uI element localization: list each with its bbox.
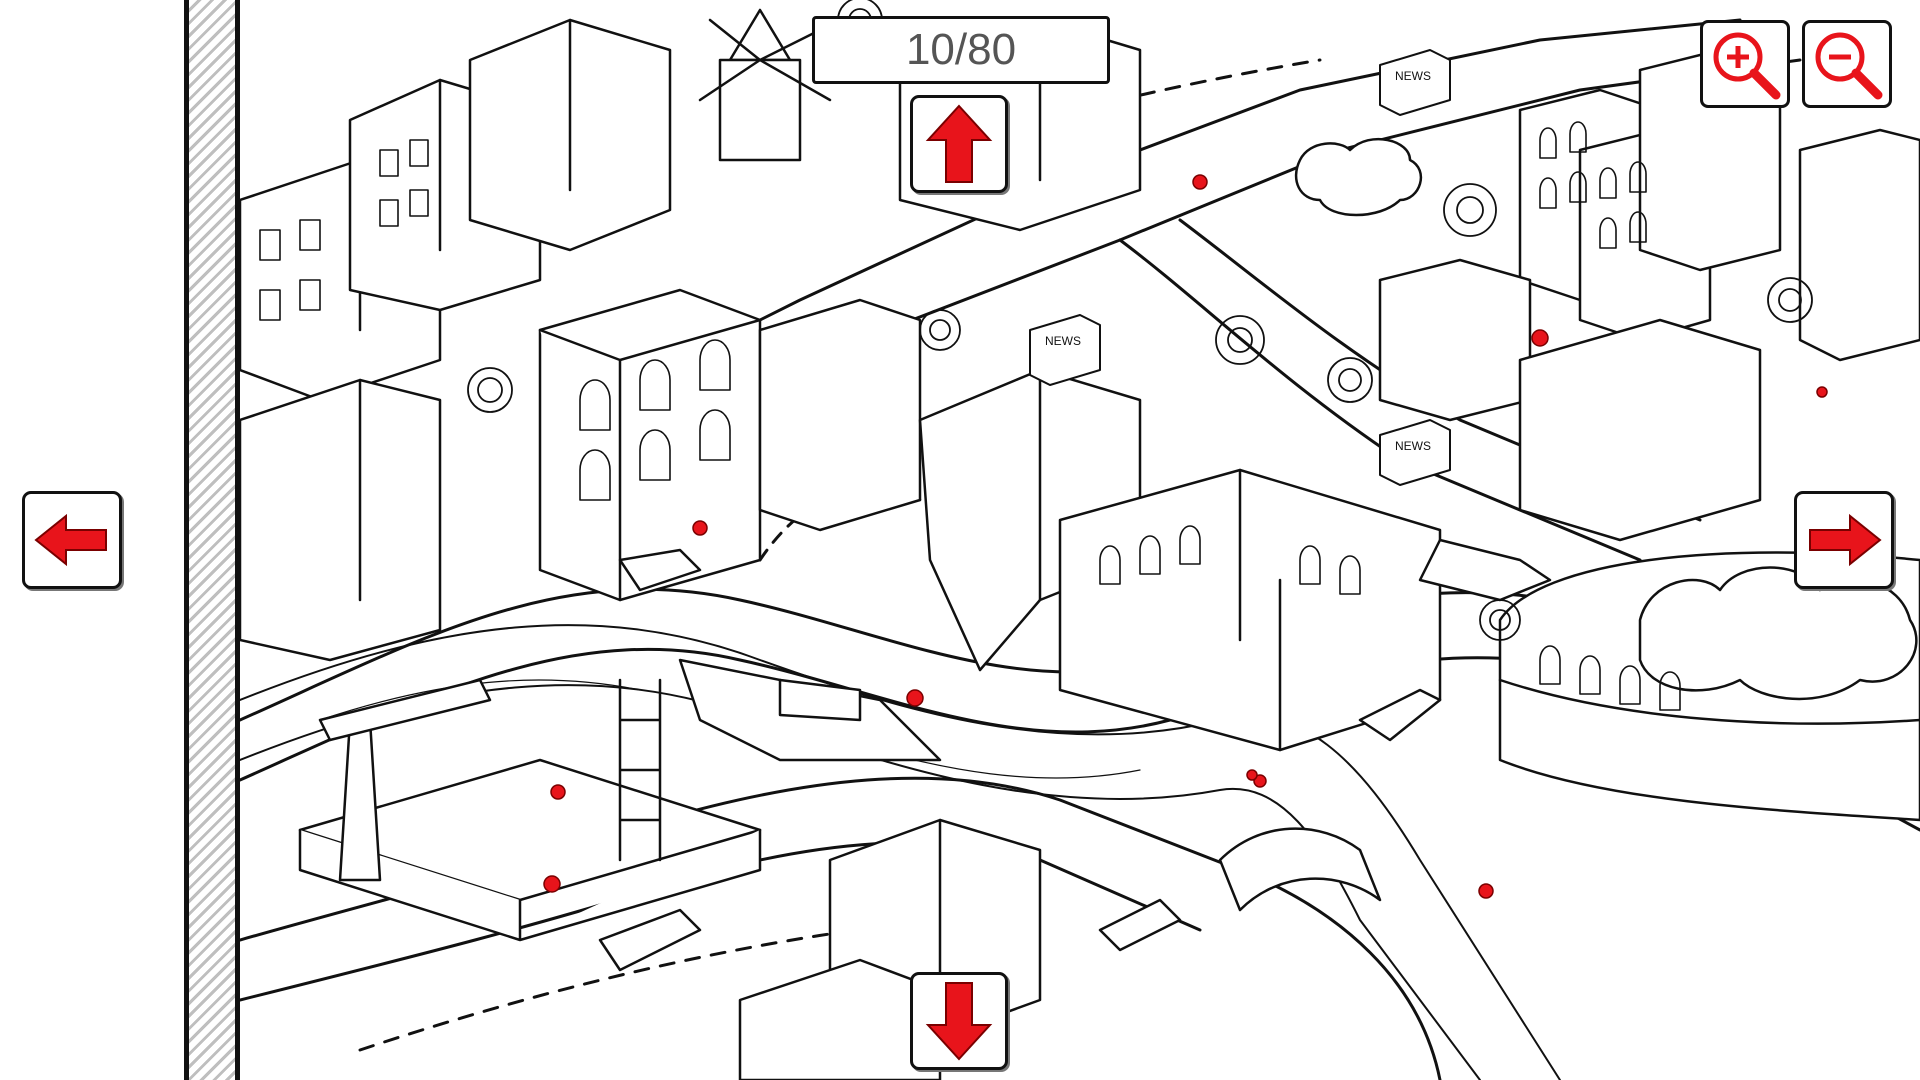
- zoom-in-icon: [1713, 32, 1781, 100]
- svg-text:NEWS: NEWS: [1045, 334, 1081, 348]
- city-map-scene[interactable]: NEWS NEWS NEWS: [240, 0, 1920, 1080]
- arrow-left-icon: [34, 513, 107, 567]
- scroll-left-button[interactable]: [22, 491, 122, 589]
- zoom-out-icon: [1815, 32, 1883, 100]
- found-counter-text: 10/80: [905, 25, 1017, 74]
- found-object: [543, 875, 561, 893]
- news-kiosks: NEWS NEWS NEWS: [1029, 49, 1451, 486]
- buildings: [240, 8, 1920, 1080]
- svg-text:NEWS: NEWS: [1395, 439, 1431, 453]
- scroll-right-button[interactable]: [1794, 491, 1894, 589]
- map-frame-border: [184, 0, 240, 1080]
- window-details: [259, 121, 1681, 711]
- found-object: [1246, 769, 1258, 781]
- arrow-right-icon: [1809, 513, 1882, 567]
- found-counter: 10/80: [812, 16, 1110, 84]
- found-object: [1531, 329, 1549, 347]
- arrow-down-icon: [925, 982, 993, 1061]
- found-object: [1816, 386, 1828, 398]
- scroll-down-button[interactable]: [910, 972, 1008, 1070]
- found-objects: [543, 174, 1828, 899]
- svg-text:NEWS: NEWS: [1395, 69, 1431, 83]
- found-object: [550, 784, 566, 800]
- trees: [467, 0, 1813, 641]
- found-object: [906, 689, 924, 707]
- scroll-up-button[interactable]: [910, 95, 1008, 193]
- zoom-out-button[interactable]: [1802, 20, 1892, 108]
- found-object: [692, 520, 708, 536]
- arrow-up-icon: [925, 104, 993, 183]
- found-object: [1192, 174, 1208, 190]
- found-object: [1478, 883, 1494, 899]
- found-object: [1253, 774, 1267, 788]
- zoom-in-button[interactable]: [1700, 20, 1790, 108]
